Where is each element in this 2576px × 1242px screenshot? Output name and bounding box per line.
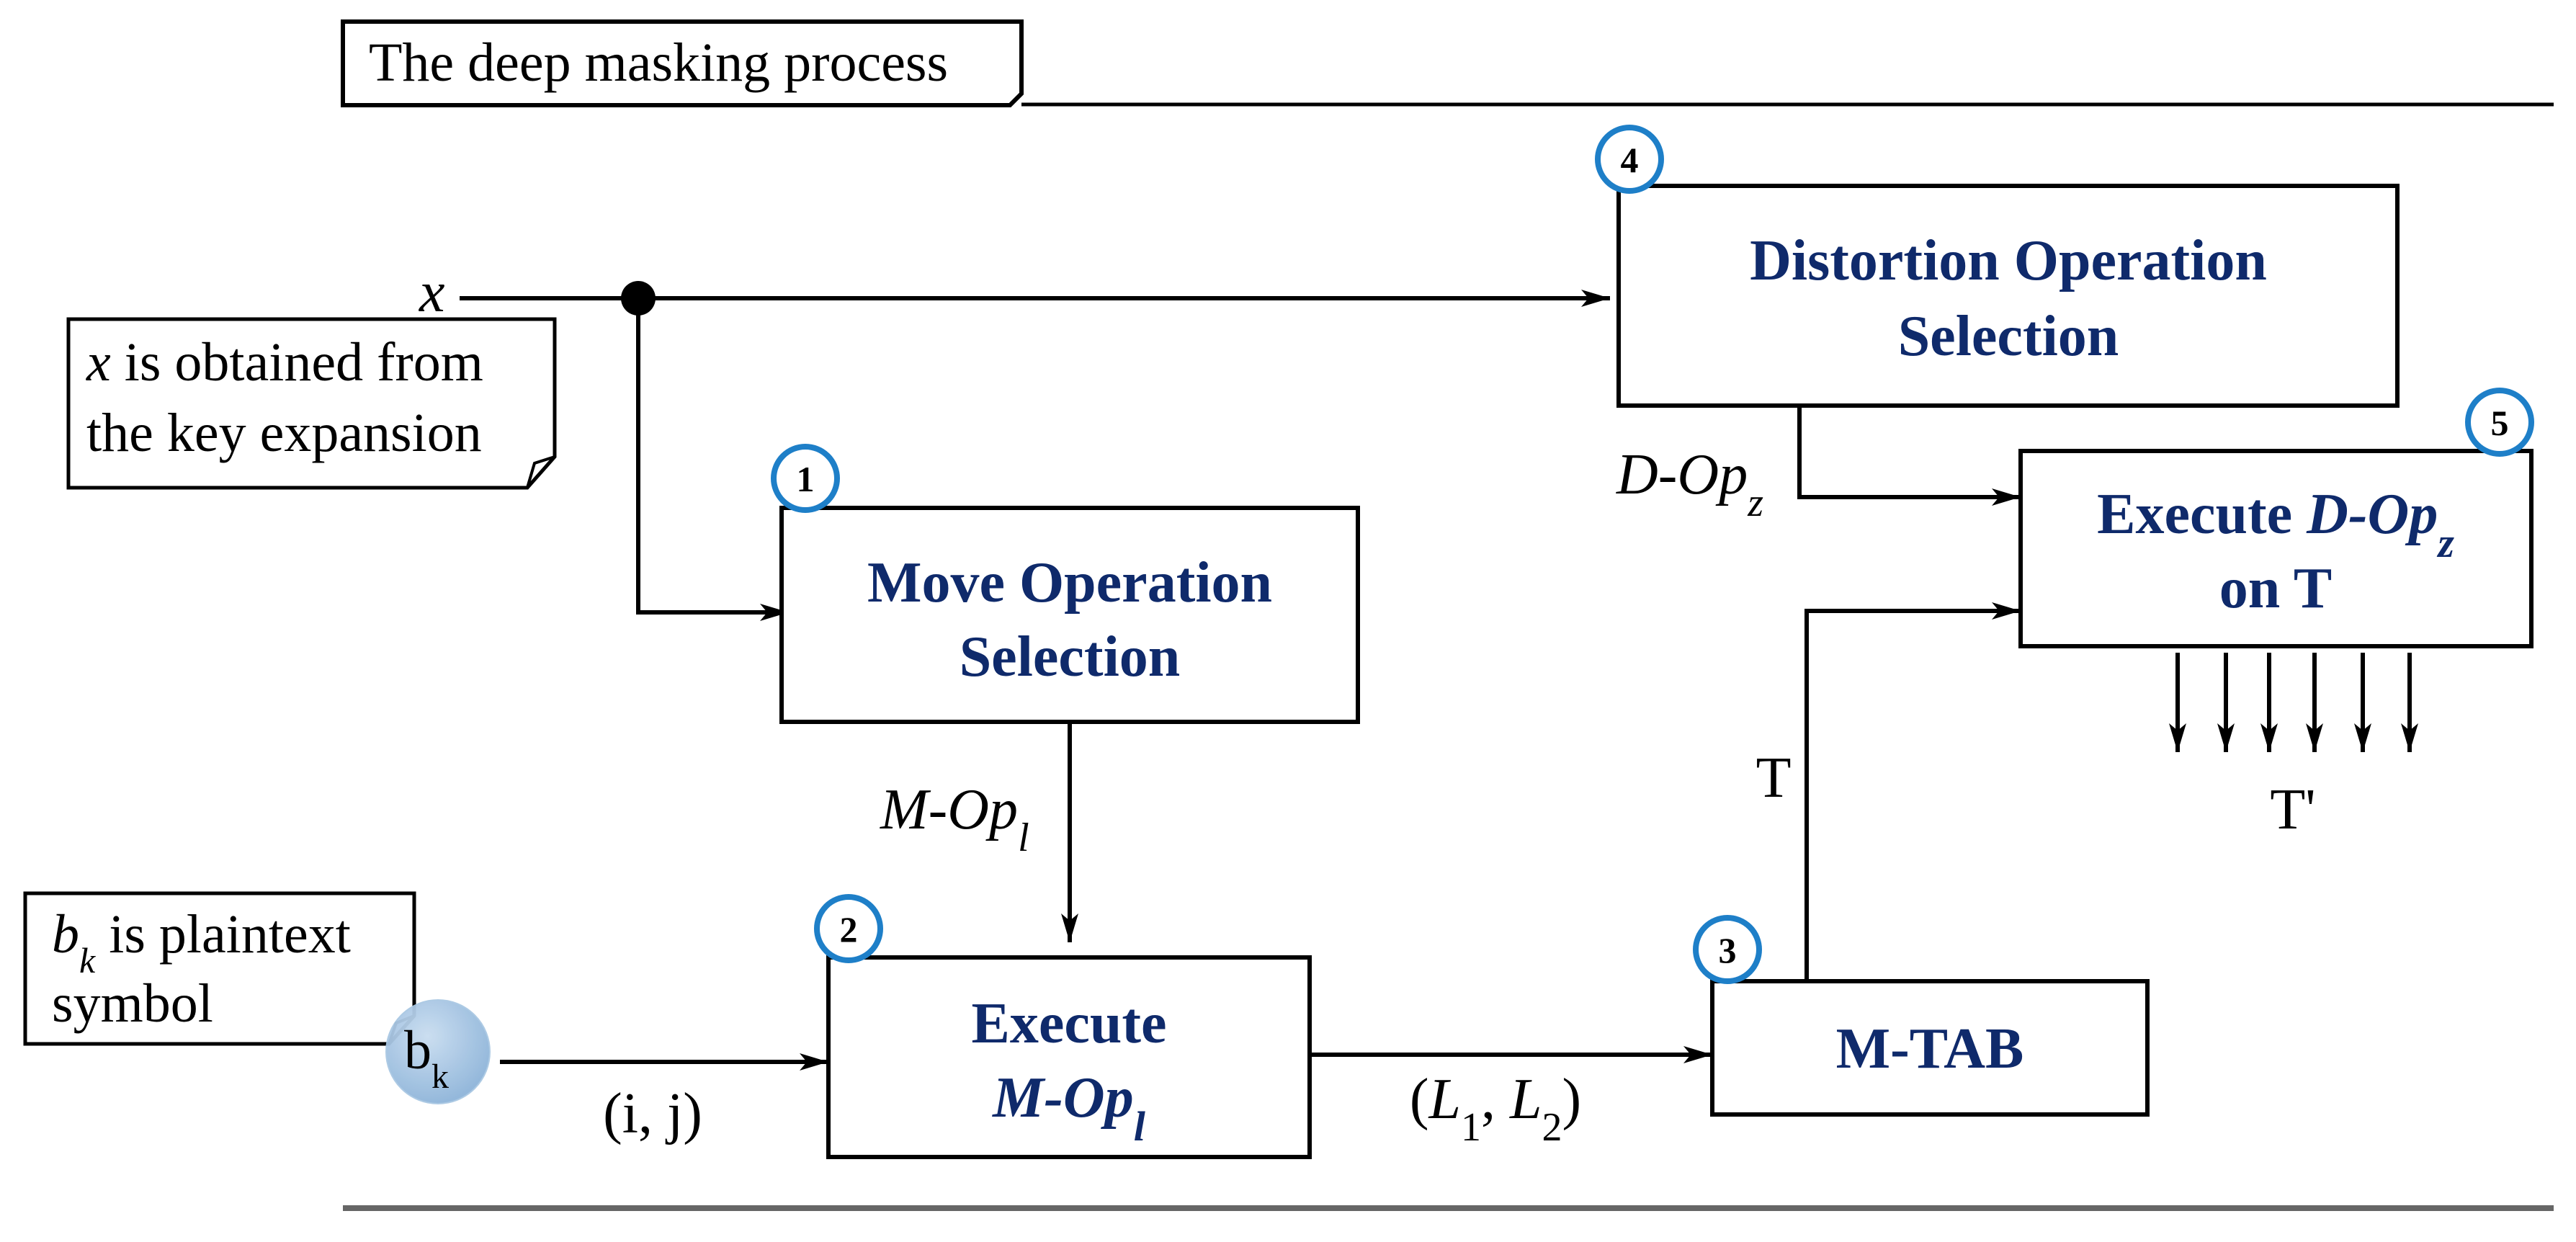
move-op-box: Move Operation Selection	[779, 506, 1360, 724]
execute-m-line2: M-Opl	[991, 1066, 1146, 1150]
input-x-label: x	[419, 261, 445, 324]
ij-label: (i, j)	[603, 1082, 702, 1145]
move-op-line2: Selection	[960, 625, 1181, 689]
key-note-shape	[66, 317, 557, 490]
plaintext-symbol: bk	[385, 999, 491, 1104]
mtab-rect	[1710, 979, 2150, 1117]
plaintext-symbol-circle	[385, 999, 491, 1104]
d-op-label: D-Opz	[1616, 443, 1763, 525]
mtab-to-execute-d-line	[1804, 602, 2021, 981]
badge-1-number: 1	[797, 459, 815, 499]
move-op-rect	[779, 506, 1360, 724]
title-tag-shape	[341, 19, 1024, 107]
key-note-line1: x is obtained from	[86, 332, 483, 393]
badge-4: 4	[1595, 125, 1664, 194]
badge-3-ring	[1693, 915, 1762, 984]
execute-m-rect	[826, 955, 1312, 1159]
mtab-box: M-TAB	[1710, 979, 2150, 1117]
execute-m-box: Execute M-Opl	[826, 955, 1312, 1159]
plaintext-note: bk is plaintext symbol	[23, 891, 416, 1046]
plaintext-note-line1: bk is plaintext	[52, 904, 351, 980]
badge-2-ring	[814, 894, 883, 963]
badge-5-number: 5	[2491, 403, 2509, 443]
badge-1-ring	[771, 444, 840, 513]
l1l2-label: (L1, L2)	[1410, 1068, 1581, 1150]
m-op-label: M-Opl	[880, 778, 1029, 860]
title-tag: The deep masking process	[341, 19, 1024, 107]
distortion-to-execute-d-line	[1797, 406, 2021, 506]
badge-4-number: 4	[1621, 140, 1639, 180]
distortion-op-box: Distortion Operation Selection	[1616, 184, 2400, 408]
execute-m-line1: Execute	[971, 992, 1166, 1055]
execute-d-line1: Execute D-Opz	[2097, 483, 2454, 566]
output-arrows	[2169, 653, 2418, 752]
distortion-op-line1: Distortion Operation	[1750, 229, 2267, 292]
badge-5-ring	[2465, 388, 2534, 457]
badge-2: 2	[814, 894, 883, 963]
distortion-op-line2: Selection	[1898, 305, 2119, 368]
mtab-label: M-TAB	[1836, 1017, 2024, 1081]
t-prime-label: T'	[2270, 778, 2315, 841]
key-note-fold	[526, 455, 555, 488]
key-note-line2: the key expansion	[86, 403, 482, 463]
badge-3-number: 3	[1719, 930, 1737, 970]
badge-2-number: 2	[840, 909, 858, 950]
execute-d-rect	[2018, 449, 2533, 648]
badge-3: 3	[1693, 915, 1762, 984]
plaintext-symbol-label: bk	[404, 1020, 449, 1096]
move-op-line1: Move Operation	[867, 551, 1272, 615]
badge-4-ring	[1595, 125, 1664, 194]
execute-d-box: Execute D-Opz on T	[2018, 449, 2533, 648]
key-note: x is obtained from the key expansion	[66, 317, 557, 490]
t-label: T	[1756, 746, 1792, 810]
plaintext-note-line2: symbol	[52, 973, 213, 1034]
distortion-op-rect	[1616, 184, 2400, 408]
title-text: The deep masking process	[369, 32, 948, 93]
execute-d-line2: on T	[2219, 557, 2332, 620]
x-to-move-op-line	[636, 298, 789, 621]
badge-5: 5	[2465, 388, 2534, 457]
badge-1: 1	[771, 444, 840, 513]
